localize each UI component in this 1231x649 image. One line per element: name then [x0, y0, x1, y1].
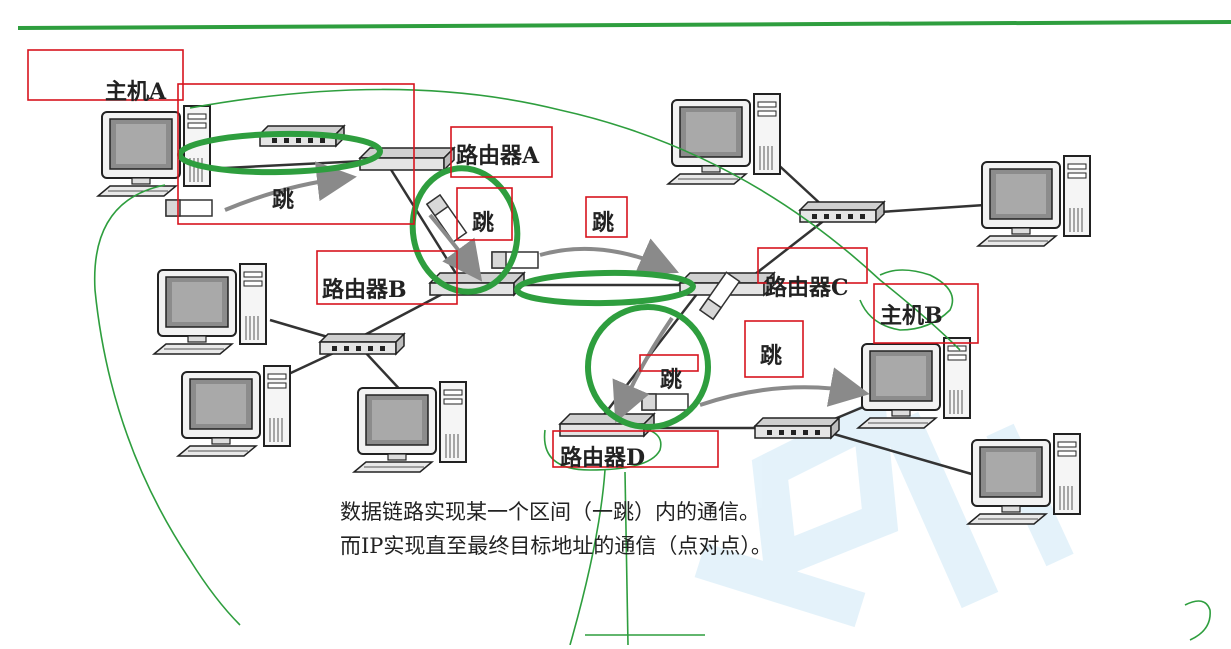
hop-label-3: 跳 [592, 210, 615, 236]
annotation-strokes [93, 88, 1211, 646]
hop-label-2: 跳 [472, 210, 495, 236]
router-a-label: 路由器A [456, 143, 540, 169]
hub-upper-right [799, 201, 885, 223]
hub-lower-right [754, 417, 840, 439]
router-b-label: 路由器B [322, 277, 407, 303]
router-c-label: 路由器C [765, 275, 849, 301]
packet-1 [165, 199, 213, 217]
hop-label-5: 跳 [760, 343, 783, 369]
box-host-a-label [27, 49, 184, 101]
top-rule [17, 20, 1231, 30]
box-router-a-label [450, 126, 553, 178]
hop-label-1: 跳 [272, 187, 295, 213]
host-a-label: 主机A [105, 79, 167, 105]
hop-arrows [224, 161, 870, 424]
box-hop-3 [639, 354, 699, 372]
box-host-a-link [177, 83, 415, 225]
annotation-ellipses [177, 130, 711, 430]
box-hop-2 [585, 196, 628, 238]
hub-lower-left [319, 333, 405, 355]
computer-left-bottom [177, 365, 291, 457]
hop-label-4: 跳 [660, 367, 683, 393]
highlight-boxes [27, 49, 979, 468]
computer-left-mid [153, 263, 267, 355]
router-d-label: 路由器D [560, 445, 646, 471]
host-a-computer [97, 105, 211, 197]
caption-line-1: 数据链路实现某一个区间（一跳）内的通信。 [340, 500, 760, 524]
computer-top-right [667, 93, 781, 185]
computer-bottom-mid [353, 381, 467, 473]
box-hop-4 [744, 320, 804, 378]
box-router-c-label [757, 247, 868, 284]
caption-line-2: 而IP实现直至最终目标地址的通信（点对点）。 [340, 534, 772, 558]
box-router-d-label [552, 430, 719, 468]
box-hop-1 [456, 187, 513, 241]
host-b-label: 主机B [880, 303, 943, 329]
computer-far-right [977, 155, 1091, 247]
box-router-b-label [316, 250, 458, 305]
box-host-b-label [873, 283, 979, 344]
packet-5 [641, 393, 689, 411]
